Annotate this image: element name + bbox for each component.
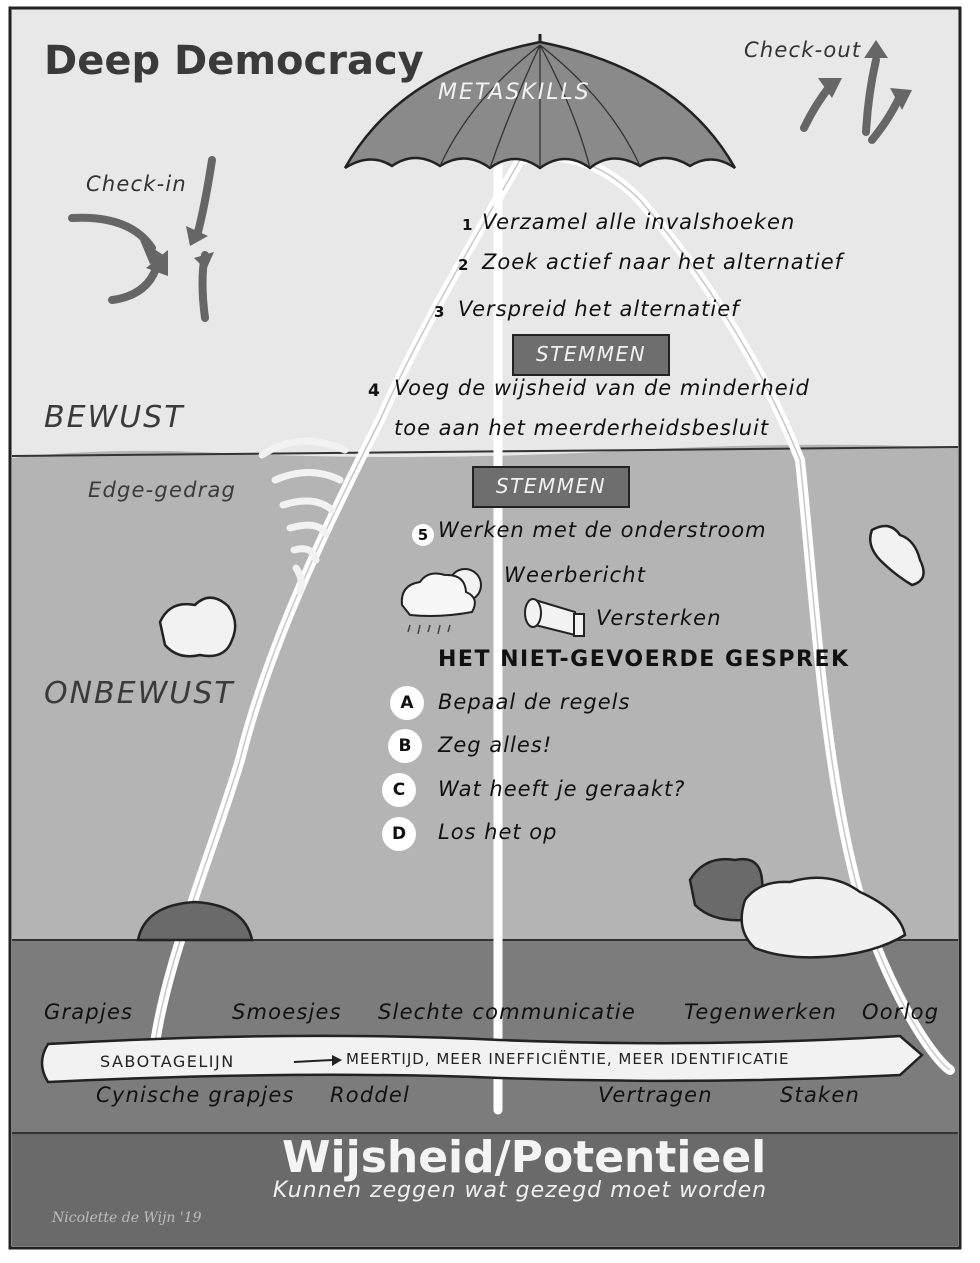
step-4-number: 4 — [368, 381, 380, 401]
step-4-text-2: toe aan het meerderheidsbesluit — [394, 416, 770, 440]
stone-left — [136, 900, 254, 942]
item-c-text: Wat heeft je geraakt? — [438, 777, 686, 801]
check-out-label: Check-out — [744, 38, 862, 62]
rock-right — [869, 524, 925, 587]
step-1-text: Verzamel alle invalshoeken — [482, 210, 796, 234]
megaphone-icon — [524, 598, 585, 637]
sabotage-above-3: Slechte communicatie — [378, 1000, 636, 1024]
step-2-number: 2 — [458, 256, 469, 274]
sabotage-below-2: Roddel — [330, 1083, 411, 1107]
unconscious-layer — [12, 444, 958, 942]
rock-left — [158, 596, 237, 658]
step-5-number: 5 — [412, 524, 434, 546]
item-b-text: Zeg alles! — [438, 733, 553, 757]
tornado-icon — [258, 437, 349, 596]
sabotage-above-2: Smoesjes — [232, 1000, 342, 1024]
step-3-text: Verspreid het alternatief — [458, 297, 740, 321]
step-4-text: Voeg de wijsheid van de minderheid — [394, 376, 810, 400]
sabotage-below-1: Cynische grapjes — [96, 1083, 295, 1107]
step-2-text: Zoek actief naar het alternatief — [482, 250, 844, 274]
sabotage-line-label: SABOTAGELIJN — [100, 1052, 235, 1071]
step-5-text: Werken met de onderstroom — [438, 518, 767, 542]
check-in-label: Check-in — [86, 172, 187, 196]
metaskills-label: METASKILLS — [438, 80, 591, 105]
item-c-badge: C — [382, 773, 416, 807]
item-a-text: Bepaal de regels — [438, 690, 631, 714]
item-d-text: Los het op — [438, 820, 558, 844]
edge-label: Edge-gedrag — [88, 478, 237, 502]
sabotage-ribbon — [40, 1034, 924, 1084]
step-1-number: 1 — [462, 216, 473, 234]
conscious-layer — [12, 10, 958, 458]
stone-light — [740, 876, 907, 959]
foundation-title: Wijsheid/Potentieel — [282, 1132, 767, 1183]
sabotage-above-5: Oorlog — [862, 1000, 940, 1024]
sabotage-below-4: Staken — [780, 1083, 861, 1107]
sabotage-above-1: Grapjes — [44, 1000, 134, 1024]
foundation-subtitle: Kunnen zeggen wat gezegd moet worden — [272, 1178, 768, 1203]
page-title: Deep Democracy — [44, 38, 424, 84]
item-b-badge: B — [388, 729, 422, 763]
item-a-badge: A — [390, 686, 424, 720]
sabotage-below-3: Vertragen — [598, 1083, 713, 1107]
conversation-title: HET NIET-GEVOERDE GESPREK — [438, 647, 850, 672]
sabotage-line-consequence: MEERTIJD, MEER INEFFICIËNTIE, MEER IDENT… — [346, 1050, 790, 1068]
vote-badge-1: STEMMEN — [512, 334, 670, 376]
weather-label: Weerbericht — [504, 563, 647, 587]
unconscious-zone-label: ONBEWUST — [44, 676, 235, 711]
sabotage-above-4: Tegenwerken — [684, 1000, 838, 1024]
conscious-zone-label: BEWUST — [44, 400, 185, 435]
item-d-badge: D — [382, 817, 416, 851]
vote-badge-2: STEMMEN — [472, 466, 630, 508]
weather-icon — [400, 568, 482, 635]
step-3-number: 3 — [434, 303, 445, 321]
amplify-label: Versterken — [596, 606, 722, 630]
foundation-layer — [12, 1133, 958, 1246]
artist-signature: Nicolette de Wijn '19 — [52, 1210, 202, 1226]
